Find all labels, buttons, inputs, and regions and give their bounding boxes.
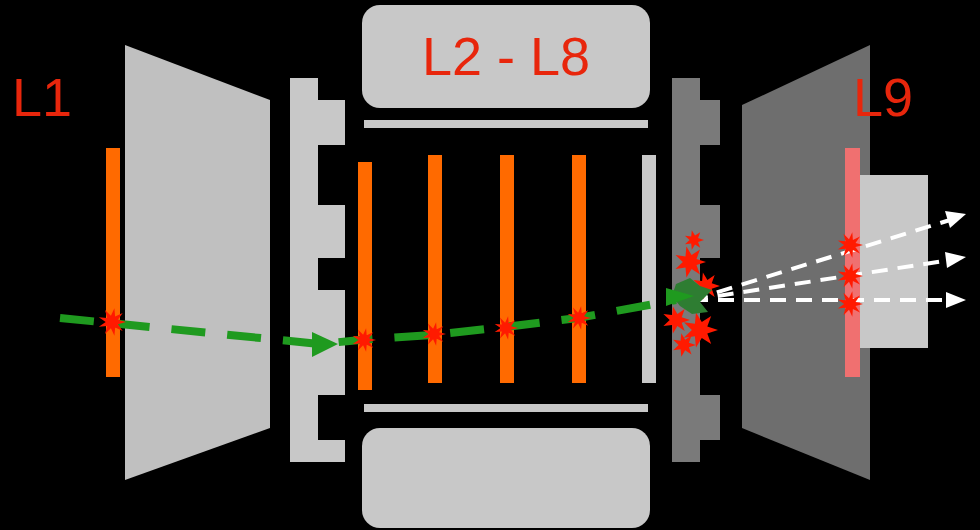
tracker-layer: [358, 162, 372, 390]
layer-label: L2 - L8: [422, 27, 590, 86]
rich-detector: [742, 45, 870, 480]
tracker-layer: [428, 155, 442, 383]
shower-burst: [685, 230, 704, 249]
shower-burst: [673, 333, 696, 356]
hit-burst: [568, 306, 591, 330]
tracker-layer: [642, 155, 656, 383]
hit-burst: [495, 316, 518, 340]
hit-burst: [423, 322, 446, 346]
tracker-layer: [572, 155, 586, 383]
tof-plate: [290, 78, 345, 462]
layer-label: L1: [12, 68, 72, 127]
tracker-layer: [500, 155, 514, 383]
hit-markers: [99, 230, 863, 356]
hit-burst: [838, 232, 863, 258]
tracker-layer: [106, 148, 120, 377]
ecal-block: [860, 175, 928, 348]
secondary-tracks: [692, 220, 950, 300]
magnet-bar: [364, 404, 648, 412]
secondary-arrowheads: [945, 211, 966, 308]
hit-burst: [99, 308, 126, 336]
tracker-layer: [845, 148, 860, 377]
track-arrowhead: [312, 332, 338, 357]
shower-burst: [676, 246, 706, 277]
layer-label: L9: [853, 68, 913, 127]
hit-burst: [838, 291, 863, 317]
trd-detector: [125, 45, 270, 480]
magnet-block: L2 - L8: [362, 5, 650, 108]
shower-burst: [663, 306, 690, 333]
tof-plate: [672, 78, 720, 462]
magnet-bar: [364, 120, 648, 128]
hit-burst: [838, 263, 863, 289]
track-arrowhead: [666, 288, 694, 306]
magnet-block: [362, 428, 650, 528]
hit-burst: [353, 328, 376, 352]
